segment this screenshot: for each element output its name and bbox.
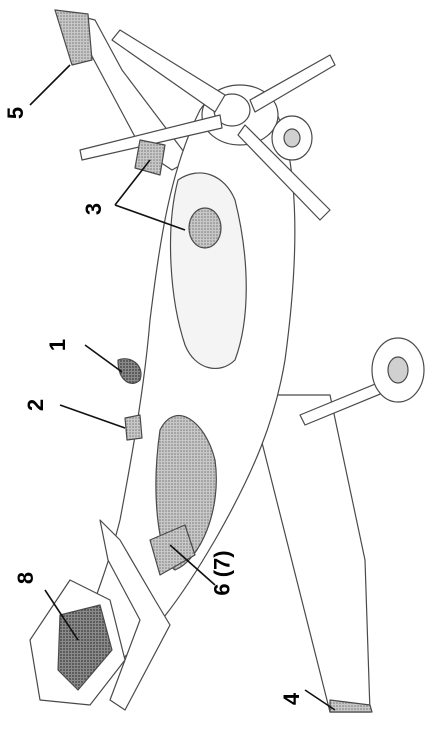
- propeller-blade-right: [250, 55, 335, 112]
- left-wing-tip: [55, 10, 92, 65]
- right-wing: [250, 395, 370, 712]
- callout-5: 5: [3, 107, 29, 119]
- leader-5: [30, 65, 70, 105]
- leader-2: [60, 405, 125, 428]
- callout-8: 8: [13, 572, 39, 584]
- callout-2: 2: [23, 399, 49, 411]
- callout-4: 4: [279, 693, 305, 705]
- panel-3a: [135, 140, 165, 175]
- callout-1: 1: [45, 339, 71, 351]
- fuselage: [80, 86, 295, 660]
- leader-1: [85, 345, 122, 372]
- panel-2: [125, 415, 142, 440]
- pilot-head: [189, 208, 221, 248]
- leader-3a: [115, 160, 150, 205]
- callout-3: 3: [81, 203, 107, 215]
- callout-6: 6 (7): [210, 550, 236, 595]
